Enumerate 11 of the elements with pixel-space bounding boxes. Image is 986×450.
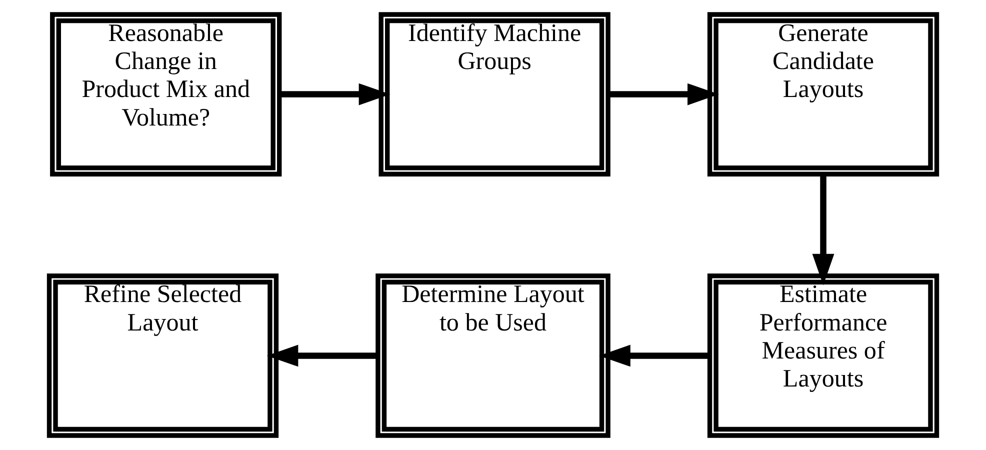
arrow	[599, 344, 710, 367]
node-box: Refine Selected Layout	[46, 274, 279, 438]
arrow	[608, 83, 719, 106]
node-box: Identify Machine Groups	[378, 12, 610, 176]
arrow	[812, 174, 834, 286]
node-box: Determine Layout to be Used	[376, 274, 610, 438]
node-box: Generate Candidate Layouts	[707, 12, 940, 176]
arrow	[266, 344, 378, 367]
arrow	[280, 83, 390, 106]
node-box: Estimate Performance Measures of Layouts	[707, 274, 940, 438]
node-box: Reasonable Change in Product Mix and Volume?	[50, 12, 282, 176]
